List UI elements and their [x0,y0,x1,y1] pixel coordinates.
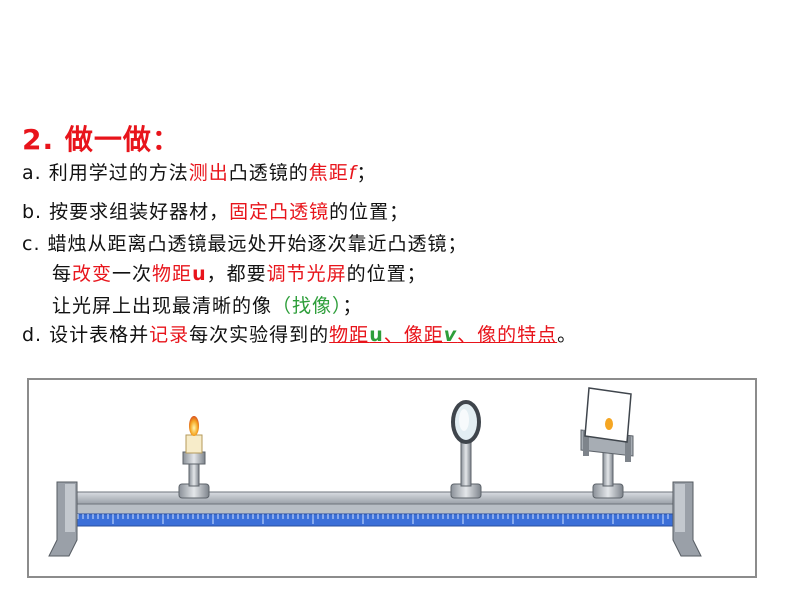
step-a-measure: 测出 [188,162,229,184]
step-d-object-distance: 物距 [329,324,370,346]
step-c-text-1: 每 [52,263,73,285]
step-c-adjust-screen: 调节光屏 [266,263,347,285]
step-d-text-1: d. 设计表格并 [22,324,150,346]
step-a-text-2: 凸透镜的 [228,162,309,184]
step-d-underlined: 物距u、像距v、像的特点 [329,324,557,346]
step-c-text-4: 的位置； [346,263,427,285]
step-c-line-2: 每改变一次物距u，都要调节光屏的位置； [52,259,427,286]
right-end-stand [672,481,702,557]
optical-bench-illustration [48,387,702,557]
step-c-u-symbol: u [192,263,207,285]
ruler-scale [58,513,692,527]
step-c-text-3: ，都要 [206,263,267,285]
step-a-end: ； [356,162,377,184]
step-c-text-2: 一次 [112,263,153,285]
step-b-end: 的位置； [329,201,410,223]
step-c: c. 蜡烛从距离凸透镜最远处开始逐次靠近凸透镜； [22,233,468,255]
step-a: a. 利用学过的方法测出凸透镜的焦距f； [22,158,377,185]
step-d-image-features: 、像的特点 [457,324,558,346]
step-a-f-symbol: f [348,162,357,184]
step-b-fix-lens: 固定凸透镜 [229,201,330,223]
optical-bench-frame [27,378,757,578]
step-c-line-3: 让光屏上出现最清晰的像（找像）； [52,291,363,318]
step-d-text-2: 每次实验得到的 [189,324,330,346]
ruler-ticks [62,514,694,524]
step-d-v-symbol: v [443,324,458,346]
light-screen-icon [580,387,634,499]
step-d: d. 设计表格并记录每次实验得到的物距u、像距v、像的特点。 [22,320,577,347]
step-c-text-5: 让光屏上出现最清晰的像 [52,295,273,317]
step-c-find-image: （找像） [272,295,343,317]
step-b: b. 按要求组装好器材，固定凸透镜的位置； [22,197,409,224]
step-d-end: 。 [557,324,578,346]
step-a-focal-length: 焦距 [308,162,349,184]
step-c-end: ； [342,295,363,317]
candle-icon [178,416,210,499]
left-end-stand [48,481,78,557]
section-title: 2. 做一做： [22,123,181,156]
step-c-object-distance: 物距 [152,263,193,285]
step-d-image-distance: 、像距 [383,324,444,346]
step-b-text: b. 按要求组装好器材， [22,201,230,223]
convex-lens-icon [450,400,482,499]
step-d-record: 记录 [149,324,190,346]
step-d-u-symbol: u [369,324,384,346]
optical-rail [57,491,694,527]
step-c-change: 改变 [72,263,113,285]
step-a-text: a. 利用学过的方法 [22,162,189,184]
